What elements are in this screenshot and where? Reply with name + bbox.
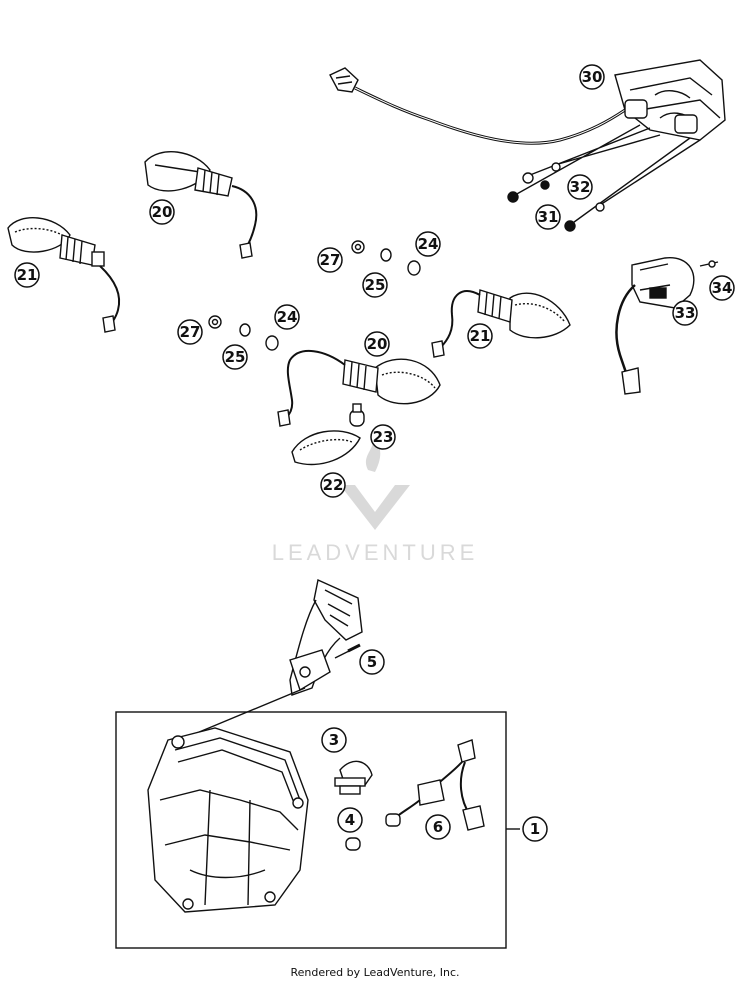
callout-6[interactable]: 6	[425, 814, 451, 840]
svg-text:33: 33	[675, 304, 696, 322]
turn-signal-center-20	[277, 349, 441, 427]
callout-25-lower[interactable]: 25	[222, 344, 248, 370]
svg-text:34: 34	[712, 279, 733, 297]
callout-34[interactable]: 34	[709, 275, 735, 301]
callout-3[interactable]: 3	[321, 727, 347, 753]
bulb-23	[349, 403, 365, 427]
headlight-housing	[147, 727, 309, 913]
headlight-bulb-3	[334, 760, 373, 795]
watermark-logo	[340, 485, 410, 530]
callout-1[interactable]: 1	[522, 816, 548, 842]
callout-30[interactable]: 30	[579, 64, 605, 90]
parking-bulb-4	[345, 837, 361, 851]
svg-text:25: 25	[225, 348, 246, 366]
svg-text:20: 20	[152, 203, 173, 221]
svg-text:1: 1	[530, 820, 540, 838]
svg-text:22: 22	[323, 476, 344, 494]
svg-text:24: 24	[418, 235, 439, 253]
svg-text:27: 27	[180, 323, 201, 341]
svg-text:32: 32	[570, 178, 591, 196]
callout-23[interactable]: 23	[370, 424, 396, 450]
svg-text:21: 21	[470, 327, 491, 345]
wiring-harness-6	[385, 739, 485, 831]
headlight-bracket	[179, 579, 363, 741]
callout-32[interactable]: 32	[567, 174, 593, 200]
turn-signal-right-21	[431, 289, 571, 358]
callout-24-lower[interactable]: 24	[274, 304, 300, 330]
svg-text:6: 6	[433, 818, 443, 836]
callout-27-upper[interactable]: 27	[317, 247, 343, 273]
callout-4[interactable]: 4	[337, 807, 363, 833]
callout-20-center[interactable]: 20	[364, 331, 390, 357]
callout-22[interactable]: 22	[320, 472, 346, 498]
svg-text:20: 20	[367, 335, 388, 353]
svg-text:4: 4	[345, 811, 355, 829]
svg-text:24: 24	[277, 308, 298, 326]
callout-31[interactable]: 31	[535, 204, 561, 230]
callout-21-left[interactable]: 21	[14, 262, 40, 288]
callout-5[interactable]: 5	[359, 649, 385, 675]
callout-21-right[interactable]: 21	[467, 323, 493, 349]
callout-33[interactable]: 33	[672, 300, 698, 326]
lens-22	[291, 430, 361, 466]
svg-text:27: 27	[320, 251, 341, 269]
turn-signal-upper-left-20	[144, 151, 258, 259]
svg-text:3: 3	[329, 731, 339, 749]
svg-text:31: 31	[538, 208, 559, 226]
turn-signal-left-21	[7, 217, 120, 333]
watermark: LEADVENTURE	[272, 435, 479, 565]
callouts: 30 32 31 20 21 27 25 24 21 34 33 27 25 2…	[14, 64, 735, 842]
callout-20-upper[interactable]: 20	[149, 199, 175, 225]
license-plate-light	[615, 257, 719, 395]
callout-25-upper[interactable]: 25	[362, 272, 388, 298]
watermark-text: LEADVENTURE	[272, 540, 479, 565]
tail-light-assembly	[329, 59, 726, 232]
svg-text:30: 30	[582, 68, 603, 86]
svg-text:25: 25	[365, 276, 386, 294]
hardware-set-upper	[351, 240, 421, 276]
hardware-set-lower	[208, 315, 279, 351]
svg-text:5: 5	[367, 653, 377, 671]
callout-27-lower[interactable]: 27	[177, 319, 203, 345]
headlight-assembly-box	[115, 711, 507, 949]
svg-text:23: 23	[373, 428, 394, 446]
svg-text:21: 21	[17, 266, 38, 284]
footer-credit: Rendered by LeadVenture, Inc.	[290, 966, 459, 979]
callout-24-upper[interactable]: 24	[415, 231, 441, 257]
